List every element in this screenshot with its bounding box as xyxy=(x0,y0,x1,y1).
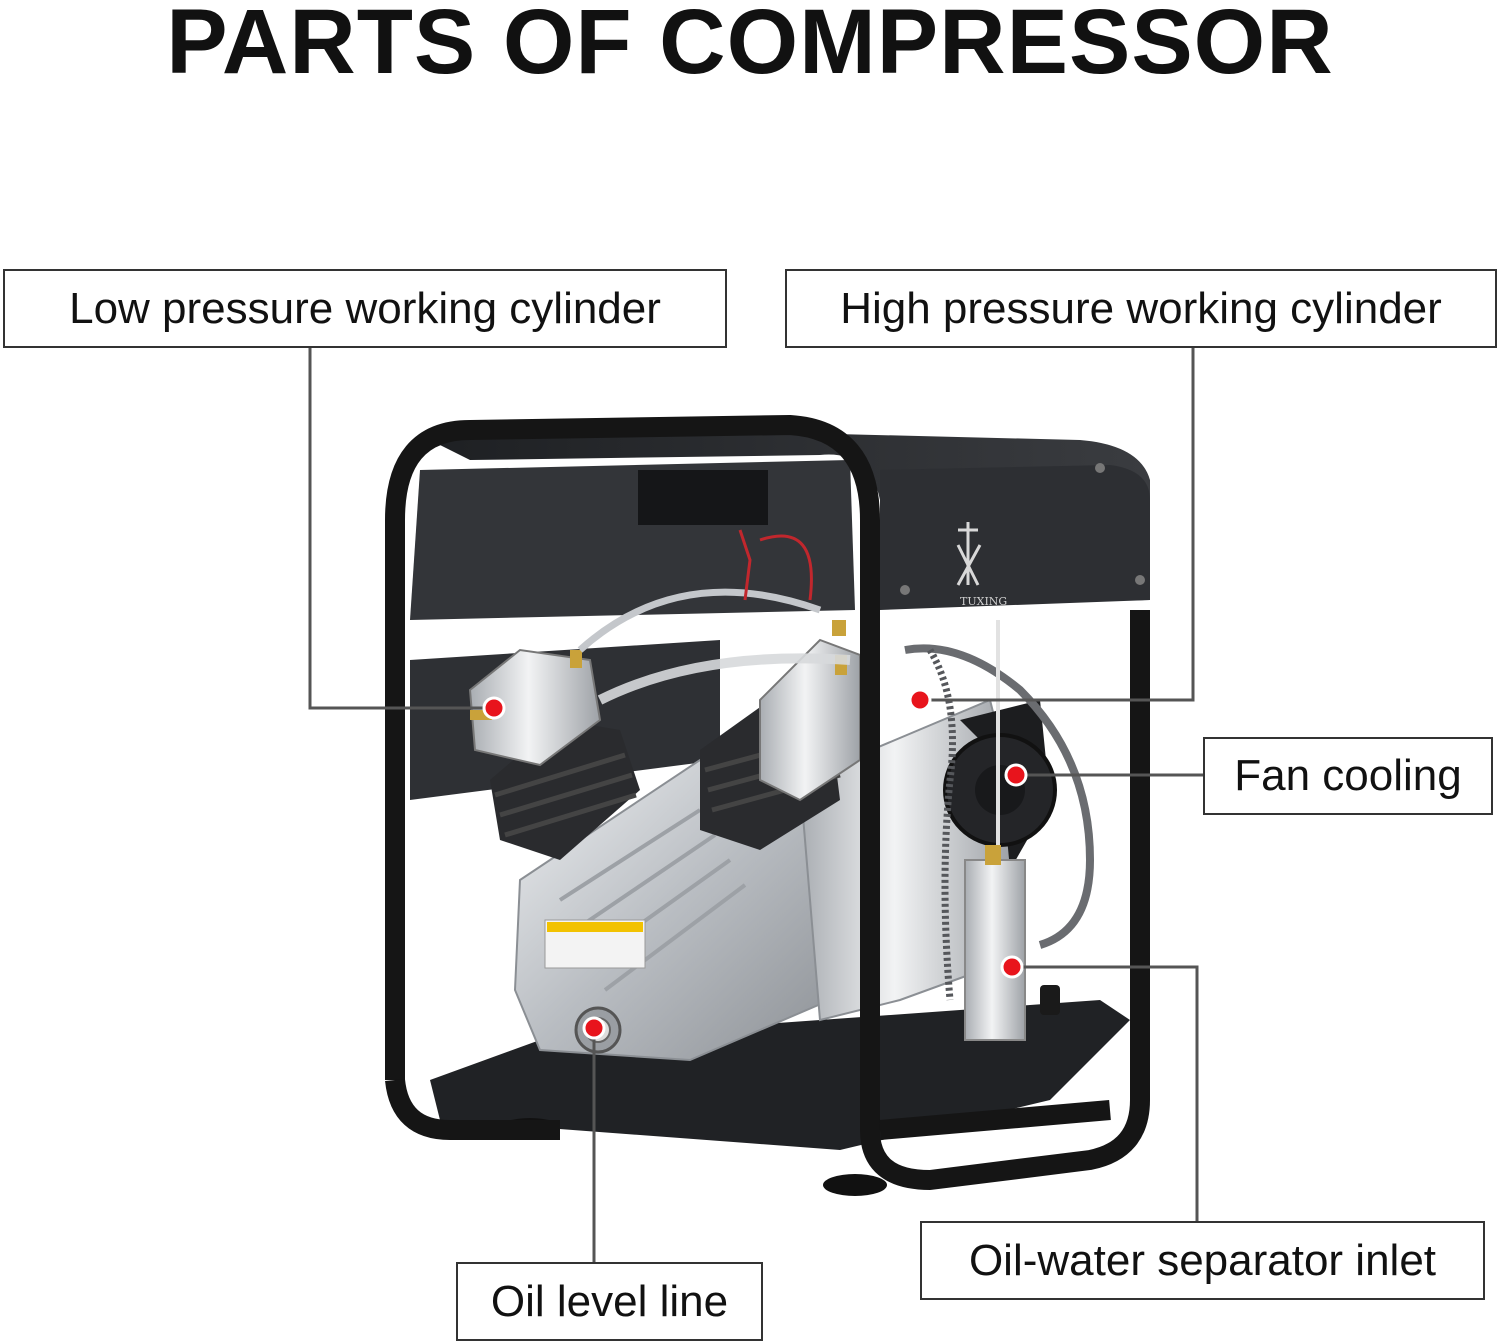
leader-separator xyxy=(1012,965,1199,1222)
marker-separator xyxy=(1000,955,1024,979)
page-title: PARTS OF COMPRESSOR xyxy=(166,0,1334,93)
markers xyxy=(482,688,1028,1040)
wiring xyxy=(738,529,813,601)
high-pressure-cylinder xyxy=(700,620,861,850)
leader-high-pressure xyxy=(920,348,1195,702)
label-oil-water-separator-inlet: Oil-water separator inlet xyxy=(920,1221,1485,1300)
oil-water-separator xyxy=(964,620,1060,1041)
connecting-pipe xyxy=(577,588,822,653)
leader-low-pressure xyxy=(308,348,494,710)
marker-oil-level xyxy=(582,1016,606,1040)
hose-inner xyxy=(926,648,956,1001)
label-oil-level-line: Oil level line xyxy=(456,1262,763,1341)
braided-hose xyxy=(904,644,1095,949)
label-low-pressure-cylinder: Low pressure working cylinder xyxy=(3,269,727,348)
clear-tube xyxy=(597,653,851,705)
marker-fan-cooling xyxy=(1004,763,1028,787)
label-high-pressure-cylinder: High pressure working cylinder xyxy=(785,269,1497,348)
motor xyxy=(798,698,1057,1022)
leader-lines xyxy=(308,348,1204,1262)
low-pressure-cylinder xyxy=(468,648,640,860)
label-fan-cooling: Fan cooling xyxy=(1203,737,1493,815)
tuxing-logo: TUXING xyxy=(956,522,1007,608)
top-panel xyxy=(410,425,1150,620)
marker-low-pressure xyxy=(482,696,506,720)
tubular-frame xyxy=(385,415,1150,1190)
brand-text: TUXING xyxy=(960,595,1007,608)
marker-high-pressure xyxy=(908,688,932,712)
